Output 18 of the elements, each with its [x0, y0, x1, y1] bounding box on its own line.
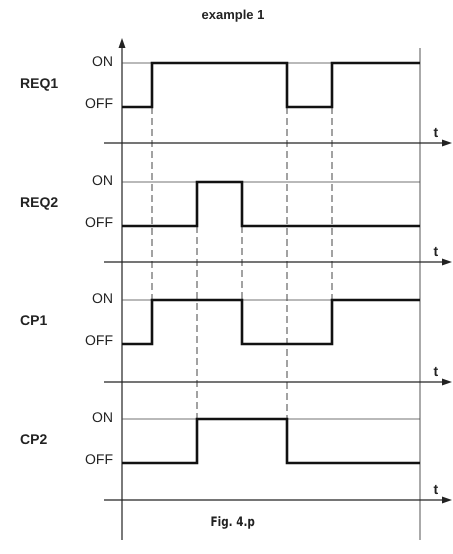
axis-label: t	[434, 364, 438, 378]
level-label: OFF	[85, 333, 113, 347]
signal-name: REQ1	[20, 76, 58, 90]
level-label: ON	[92, 410, 113, 424]
signal-name: CP1	[20, 313, 48, 327]
axis-label: t	[434, 244, 438, 258]
diagram-title: example 1	[202, 8, 264, 20]
figure-caption: Fig. 4.p	[210, 516, 254, 528]
level-label: ON	[92, 291, 113, 305]
level-label: OFF	[85, 96, 113, 110]
level-label: ON	[92, 173, 113, 187]
level-label: ON	[92, 54, 113, 68]
level-label: OFF	[85, 215, 113, 229]
axis-label: t	[434, 125, 438, 139]
signal-name: CP2	[20, 432, 48, 446]
signal-name: REQ2	[20, 195, 58, 209]
axis-label: t	[434, 482, 438, 496]
level-label: OFF	[85, 452, 113, 466]
